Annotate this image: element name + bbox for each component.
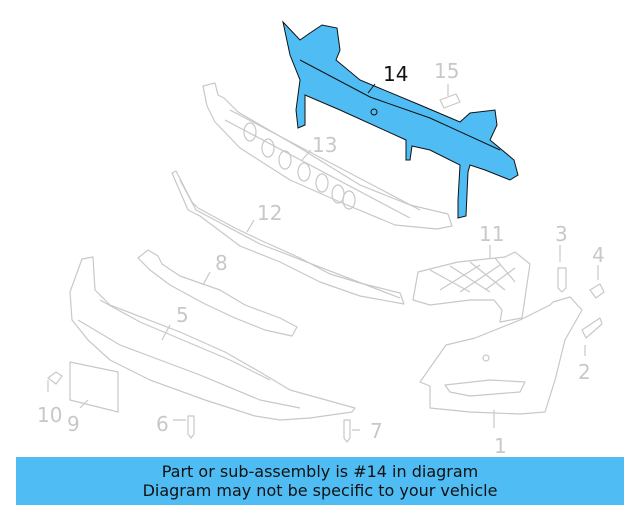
banner-line-1: Part or sub-assembly is #14 in diagram bbox=[161, 462, 479, 481]
callout-5: 5 bbox=[176, 303, 189, 327]
info-banner: Part or sub-assembly is #14 in diagram D… bbox=[16, 457, 624, 505]
part-7-bolt[interactable] bbox=[343, 419, 351, 443]
part-9-plate[interactable] bbox=[69, 361, 119, 413]
callout-10: 10 bbox=[37, 403, 63, 427]
callout-2: 2 bbox=[578, 360, 591, 384]
callout-15: 15 bbox=[434, 59, 460, 83]
callout-11: 11 bbox=[479, 222, 505, 246]
callout-13: 13 bbox=[312, 133, 338, 157]
callout-4: 4 bbox=[592, 243, 605, 267]
part-2-screw[interactable] bbox=[581, 317, 603, 339]
part-12-strip[interactable] bbox=[171, 170, 405, 305]
part-13-absorber[interactable] bbox=[202, 82, 453, 230]
callout-7: 7 bbox=[370, 419, 383, 443]
part-14-reinforcement-bar[interactable] bbox=[282, 20, 519, 219]
callout-3: 3 bbox=[555, 222, 568, 246]
callout-6: 6 bbox=[156, 412, 169, 436]
callout-1: 1 bbox=[494, 434, 507, 458]
part-4-cap[interactable] bbox=[589, 283, 605, 299]
callout-14: 14 bbox=[383, 62, 409, 86]
part-8-bracket[interactable] bbox=[137, 249, 298, 337]
part-5-valance[interactable] bbox=[69, 256, 356, 421]
part-15-bolt[interactable] bbox=[439, 93, 461, 109]
callout-12: 12 bbox=[257, 201, 283, 225]
part-3-bolt[interactable] bbox=[557, 267, 567, 293]
callout-9: 9 bbox=[67, 412, 80, 436]
banner-line-2: Diagram may not be specific to your vehi… bbox=[142, 481, 498, 500]
part-11-grille[interactable] bbox=[412, 251, 531, 323]
part-10-clip[interactable] bbox=[47, 371, 63, 385]
part-1-bumper-corner[interactable] bbox=[419, 296, 583, 415]
callout-8: 8 bbox=[215, 251, 228, 275]
part-6-bolt[interactable] bbox=[187, 415, 195, 439]
